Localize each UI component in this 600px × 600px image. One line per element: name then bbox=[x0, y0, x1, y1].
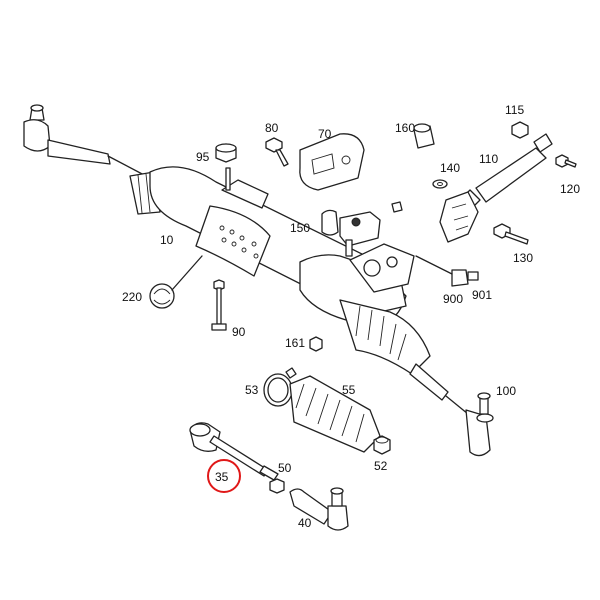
label-110: 110 bbox=[479, 152, 498, 166]
left-tie-rod-end bbox=[23, 104, 147, 177]
label-160: 160 bbox=[395, 121, 415, 135]
ring-52 bbox=[373, 435, 391, 455]
rack-housing bbox=[129, 166, 469, 415]
label-901: 901 bbox=[472, 288, 492, 302]
label-55: 55 bbox=[342, 383, 356, 397]
right-tie-rod-end bbox=[465, 392, 494, 457]
label-80: 80 bbox=[265, 121, 279, 135]
label-50: 50 bbox=[278, 461, 292, 475]
label-900: 900 bbox=[443, 292, 463, 306]
bolt-130 bbox=[493, 223, 529, 245]
label-70: 70 bbox=[318, 127, 332, 141]
nut-95 bbox=[215, 143, 237, 163]
nut-115 bbox=[511, 121, 529, 139]
steering-shaft-110 bbox=[439, 133, 553, 243]
label-95: 95 bbox=[196, 150, 210, 164]
bushing-160 bbox=[413, 123, 435, 149]
label-10: 10 bbox=[160, 233, 174, 247]
connector-900 bbox=[415, 255, 479, 287]
label-52: 52 bbox=[374, 459, 388, 473]
bracket-70 bbox=[299, 133, 365, 191]
bolt-80 bbox=[265, 137, 289, 167]
clip-220 bbox=[149, 255, 203, 309]
label-115: 115 bbox=[505, 103, 524, 117]
nut-161 bbox=[309, 336, 323, 352]
label-140: 140 bbox=[440, 161, 460, 175]
label-53: 53 bbox=[245, 383, 259, 397]
label-161: 161 bbox=[285, 336, 305, 350]
inner-tie-rod-35 bbox=[189, 422, 279, 481]
boot-55 bbox=[289, 375, 381, 453]
part-labels: 10 35 40 50 52 53 55 70 80 90 95 100 110… bbox=[122, 103, 580, 530]
label-100: 100 bbox=[496, 384, 516, 398]
highlight-circle-35 bbox=[207, 459, 241, 493]
label-40: 40 bbox=[298, 516, 312, 530]
label-150: 150 bbox=[290, 221, 310, 235]
bolt-90 bbox=[211, 279, 227, 331]
bolt-120 bbox=[555, 154, 577, 168]
label-90: 90 bbox=[232, 325, 246, 339]
outer-tie-rod-end-40 bbox=[289, 487, 349, 531]
label-220: 220 bbox=[122, 290, 142, 304]
sensor-150 bbox=[321, 201, 403, 257]
nut-50 bbox=[269, 478, 285, 494]
washer-140 bbox=[432, 179, 448, 189]
label-130: 130 bbox=[513, 251, 533, 265]
label-35: 35 bbox=[215, 470, 229, 484]
label-120: 120 bbox=[560, 182, 580, 196]
